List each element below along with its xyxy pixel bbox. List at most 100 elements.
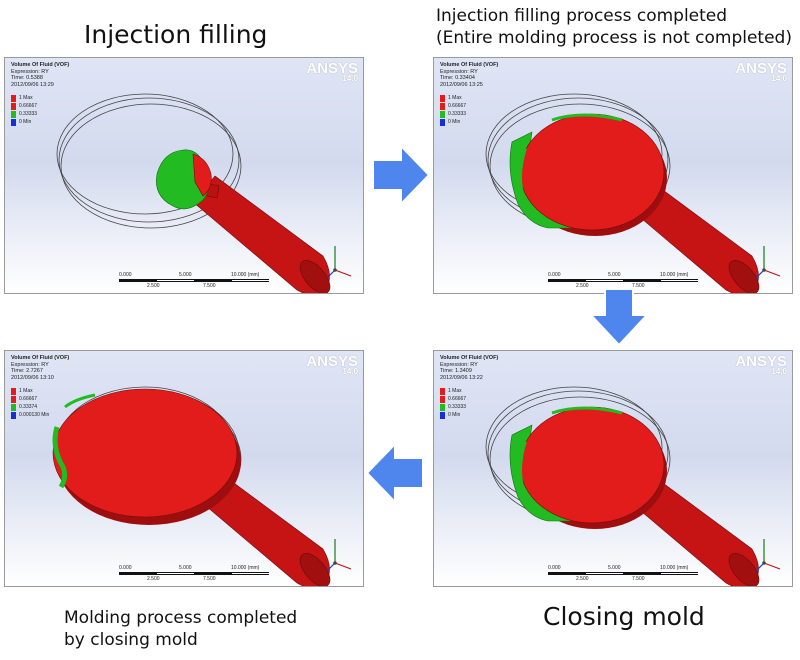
brand-name: ANSYS xyxy=(735,60,787,77)
axis-triad-icon xyxy=(326,246,352,279)
result-expression: Expression: RY xyxy=(440,68,478,75)
scale-label: 7.500 xyxy=(203,576,216,582)
legend-swatch xyxy=(11,387,16,395)
legend-entry: 1 Max xyxy=(440,94,466,102)
result-expression: Expression: RY xyxy=(11,68,49,75)
color-legend: 1 Max 0.66667 0.33333 0 Min xyxy=(440,387,466,419)
legend-label: 0.33374 xyxy=(19,404,38,410)
legend-swatch xyxy=(440,387,445,395)
scale-label: 0.000 xyxy=(548,565,561,571)
mold-geometry xyxy=(52,386,331,586)
scale-label: 0.000 xyxy=(119,565,132,571)
legend-entry: 0.33333 xyxy=(440,110,466,118)
brand-version: 14.0 xyxy=(771,367,787,376)
result-title: Volume Of Fluid (VOF) xyxy=(11,355,70,361)
legend-entry: 0.66667 xyxy=(11,395,49,403)
scale-bar: 0.000 5.000 10.000 (mm) 2.500 7.500 xyxy=(548,272,698,292)
result-time: Time: 0.5388 xyxy=(11,75,43,81)
legend-swatch xyxy=(440,118,445,126)
scale-label: 10.000 (mm) xyxy=(231,272,260,278)
scale-label: 7.500 xyxy=(632,576,645,582)
color-legend: 1 Max 0.66667 0.33333 0 Min xyxy=(440,94,466,126)
legend-swatch xyxy=(11,102,16,110)
legend-label: 0.33333 xyxy=(448,404,467,410)
result-date: 2012/09/06 13:10 xyxy=(11,374,54,381)
legend-label: 0 Min xyxy=(448,412,461,418)
legend-swatch xyxy=(11,94,16,102)
result-time: Time: 2.7267 xyxy=(11,368,43,374)
brand-version: 14.0 xyxy=(342,74,358,83)
legend-entry: 0.000130 Min xyxy=(11,411,49,419)
brand-version: 14.0 xyxy=(342,367,358,376)
legend-label: 1 Max xyxy=(448,388,462,394)
result-title: Volume Of Fluid (VOF) xyxy=(11,62,70,68)
legend-swatch xyxy=(11,110,16,118)
molded-disk xyxy=(156,149,212,210)
legend-label: 1 Max xyxy=(19,95,33,101)
caption-injection-filling: Injection filling xyxy=(84,20,268,49)
brand-name: ANSYS xyxy=(735,353,787,370)
mold-geometry xyxy=(56,93,331,293)
legend-label: 1 Max xyxy=(19,388,33,394)
molded-disk xyxy=(509,113,667,236)
result-title: Volume Of Fluid (VOF) xyxy=(440,62,499,68)
color-legend: 1 Max 0.66667 0.33333 0 Min xyxy=(11,94,37,126)
mold-geometry xyxy=(485,93,760,293)
ansys-logo: ANSYS 14.0 xyxy=(306,353,358,376)
legend-swatch xyxy=(11,395,16,403)
scale-label: 10.000 (mm) xyxy=(660,272,689,278)
mold-geometry xyxy=(485,386,760,586)
brand-name: ANSYS xyxy=(306,60,358,77)
simulation-panel-molding-completed: Volume Of Fluid (VOF) Expression: RY Tim… xyxy=(4,350,364,587)
axis-triad-icon xyxy=(326,539,352,572)
arrow-down-icon xyxy=(589,288,649,347)
brand-name: ANSYS xyxy=(306,353,358,370)
scale-label: 5.000 xyxy=(608,565,621,571)
scale-label: 2.500 xyxy=(576,576,589,582)
simulation-panel-filling-completed: Volume Of Fluid (VOF) Expression: RY Tim… xyxy=(433,57,793,294)
scale-label: 10.000 (mm) xyxy=(231,565,260,571)
legend-label: 0.66667 xyxy=(448,396,467,402)
scale-label: 0.000 xyxy=(548,272,561,278)
legend-label: 0 Min xyxy=(448,119,461,125)
legend-label: 0.66667 xyxy=(19,396,38,402)
legend-swatch xyxy=(440,395,445,403)
molded-disk xyxy=(52,388,241,525)
scale-label: 5.000 xyxy=(179,565,192,571)
molded-disk xyxy=(509,406,667,529)
legend-entry: 0 Min xyxy=(440,411,466,419)
legend-entry: 0.33374 xyxy=(11,403,49,411)
simulation-panel-closing-mold: Volume Of Fluid (VOF) Expression: RY Tim… xyxy=(433,350,793,587)
scale-label: 2.500 xyxy=(576,283,589,289)
legend-swatch xyxy=(440,411,445,419)
result-header: Volume Of Fluid (VOF) Expression: RY Tim… xyxy=(11,62,69,88)
legend-label: 0.66667 xyxy=(19,103,38,109)
legend-entry: 0.33333 xyxy=(440,403,466,411)
scale-label: 5.000 xyxy=(608,272,621,278)
legend-swatch xyxy=(11,118,16,126)
legend-swatch xyxy=(440,102,445,110)
axis-triad-icon xyxy=(755,539,781,572)
legend-swatch xyxy=(440,403,445,411)
legend-label: 0.33333 xyxy=(19,111,38,117)
scale-label: 7.500 xyxy=(632,283,645,289)
axis-triad-icon xyxy=(755,246,781,279)
arrow-left-icon xyxy=(365,442,424,504)
legend-entry: 1 Max xyxy=(11,94,37,102)
legend-label: 0 Min xyxy=(19,119,32,125)
legend-entry: 0.66667 xyxy=(11,102,37,110)
caption-injection-filling-completed: Injection filling process completed (Ent… xyxy=(436,6,792,48)
legend-entry: 0 Min xyxy=(11,118,37,126)
legend-label: 1 Max xyxy=(448,95,462,101)
legend-swatch xyxy=(440,94,445,102)
caption-molding-completed: Molding process completed by closing mol… xyxy=(64,608,298,650)
legend-label: 0.66667 xyxy=(448,103,467,109)
legend-label: 0.000130 Min xyxy=(19,412,50,418)
color-legend: 1 Max 0.66667 0.33374 0.000130 Min xyxy=(11,387,49,419)
legend-entry: 0.66667 xyxy=(440,102,466,110)
result-expression: Expression: RY xyxy=(440,361,478,368)
result-header: Volume Of Fluid (VOF) Expression: RY Tim… xyxy=(11,355,69,381)
result-header: Volume Of Fluid (VOF) Expression: RY Tim… xyxy=(440,355,498,381)
